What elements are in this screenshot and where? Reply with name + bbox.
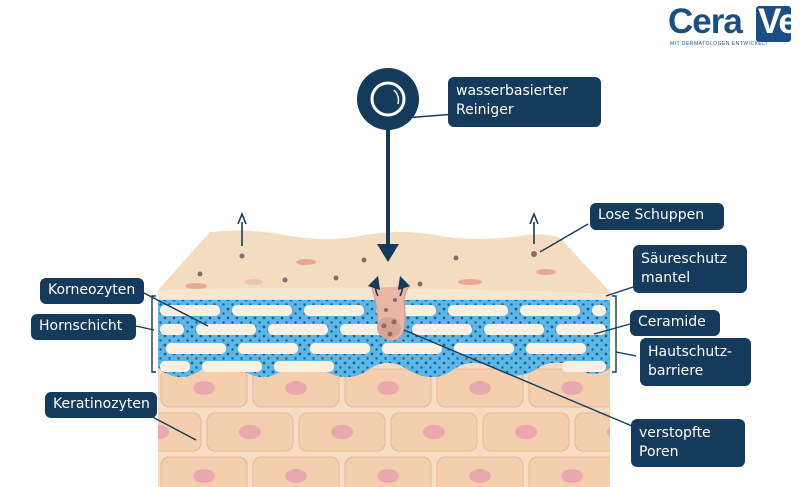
corneocyte [556, 324, 606, 335]
cell-nucleus [377, 381, 399, 395]
cerave-logo: Cera Ve MIT DERMATOLOGEN ENTWICKELT [668, 2, 798, 48]
label-loose-flakes: Lose Schuppen [590, 203, 724, 230]
cell-nucleus [561, 381, 583, 395]
corneocyte [526, 343, 586, 354]
label-stratum-corneum: Hornschicht [31, 314, 136, 340]
keratinocyte-layer [158, 362, 675, 487]
corneocyte [274, 361, 334, 372]
logo-box [756, 6, 791, 42]
corneocyte [160, 361, 190, 372]
label-acid-mantle: Säureschutz mantel [633, 245, 747, 293]
corneocyte [202, 361, 262, 372]
flake-arrow-icon [237, 211, 539, 246]
label-ceramides: Ceramide [630, 310, 720, 336]
corneocyte [166, 343, 226, 354]
corneocyte [268, 324, 328, 335]
cell-nucleus [331, 425, 353, 439]
label-cleanser: wasserbasierter Reiniger [448, 77, 601, 127]
corneocyte [310, 343, 370, 354]
cell-nucleus [423, 425, 445, 439]
logo-tagline: MIT DERMATOLOGEN ENTWICKELT [670, 41, 769, 47]
cell-nucleus [377, 469, 399, 483]
corneocyte [304, 305, 364, 316]
corneocyte [382, 343, 442, 354]
keratinocyte-cell [574, 412, 610, 452]
label-clogged-pores: verstopfte Poren [631, 419, 745, 467]
cell-nucleus [469, 381, 491, 395]
corneocyte [232, 305, 292, 316]
corneocyte [448, 305, 508, 316]
cell-nucleus [158, 425, 169, 439]
corneocyte [520, 305, 580, 316]
label-keratinocytes: Keratinozyten [45, 392, 157, 418]
cell-nucleus [607, 427, 610, 437]
cell-nucleus [193, 469, 215, 483]
logo-text-main: Cera [668, 2, 743, 41]
label-skin-barrier: Hautschutz- barriere [640, 338, 751, 386]
cell-nucleus [239, 425, 261, 439]
corneocyte [412, 324, 472, 335]
logo-text-box: Ve [758, 2, 798, 41]
corneocyte [160, 324, 184, 335]
clogged-pore [367, 275, 411, 341]
corneocyte [160, 305, 220, 316]
corneocyte [592, 305, 606, 316]
corneocyte [238, 343, 298, 354]
corneocyte [484, 324, 544, 335]
cell-nucleus [285, 469, 307, 483]
cleanser-icon [357, 68, 419, 262]
corneocyte [196, 324, 256, 335]
cell-nucleus [653, 469, 675, 483]
cell-nucleus [469, 469, 491, 483]
corneocyte [562, 361, 606, 372]
corneocyte [454, 343, 514, 354]
cell-nucleus [515, 425, 537, 439]
cell-nucleus [285, 381, 307, 395]
cell-nucleus [561, 469, 583, 483]
label-corneocytes: Korneozyten [40, 278, 144, 304]
cell-nucleus [193, 381, 215, 395]
bracket-lines [151, 295, 617, 373]
